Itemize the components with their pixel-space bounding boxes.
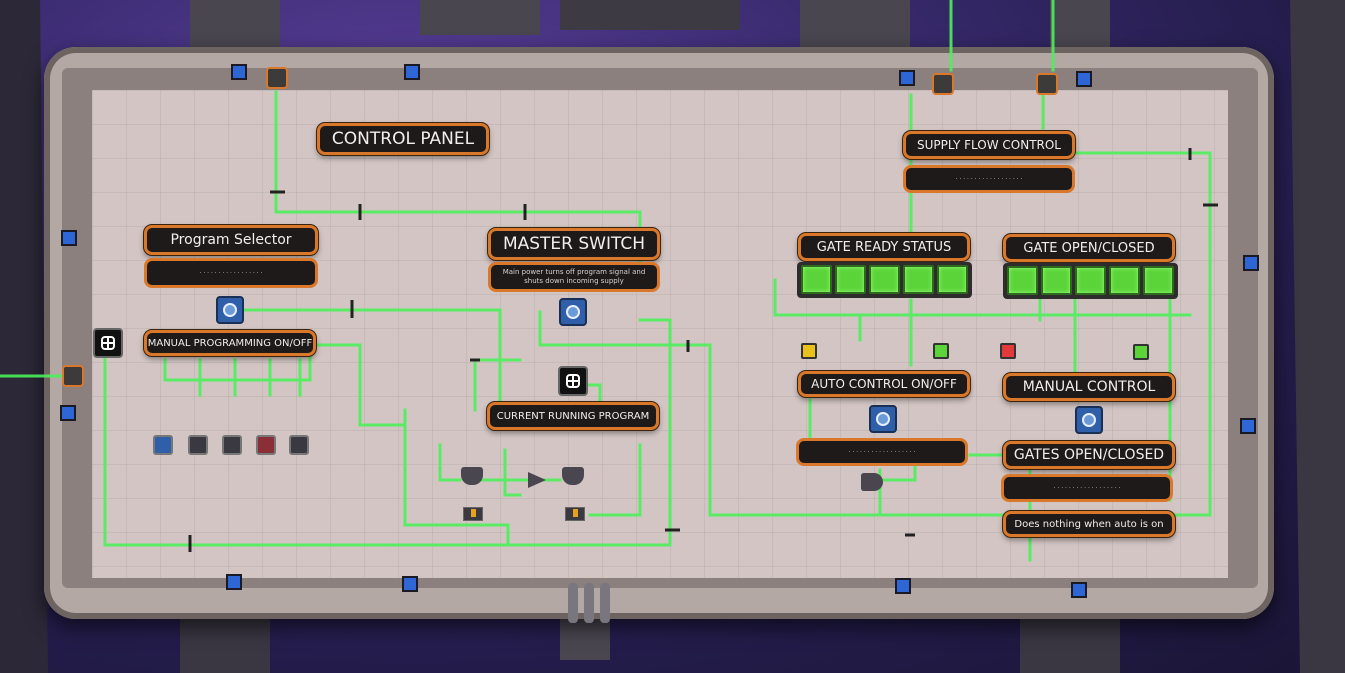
- program-slot-4-icon[interactable]: [256, 435, 276, 455]
- gate-open-light-3: [1075, 266, 1106, 295]
- supply-flow-label: SUPPLY FLOW CONTROL: [903, 131, 1075, 159]
- mount-bolt-icon: [1071, 582, 1087, 598]
- gate-ready-label: GATE READY STATUS: [798, 233, 970, 261]
- and-gate-icon[interactable]: [461, 467, 483, 485]
- indicator-green-icon: [1133, 344, 1149, 360]
- manual-programming-label: MANUAL PROGRAMMING ON/OFF: [144, 330, 316, 356]
- manual-control-button[interactable]: [1075, 406, 1103, 434]
- mount-bolt-icon: [404, 64, 420, 80]
- gates-open-closed-label: GATES OPEN/CLOSED: [1003, 441, 1175, 469]
- mount-bolt-icon: [895, 578, 911, 594]
- gate-open-light-4: [1109, 266, 1140, 295]
- indicator-yellow-icon: [801, 343, 817, 359]
- microchip-icon[interactable]: [558, 366, 588, 396]
- mount-bolt-icon: [899, 70, 915, 86]
- manual-control-note: Does nothing when auto is on: [1003, 511, 1175, 537]
- mount-bolt-icon: [1240, 418, 1256, 434]
- gate-ready-light-5: [937, 265, 968, 294]
- microchip-icon[interactable]: [93, 328, 123, 358]
- supply-flow-description: · · · · · · · · · · · · · · · · · ·: [903, 165, 1075, 193]
- gates-open-closed-description: · · · · · · · · · · · · · · · · · ·: [1001, 474, 1173, 502]
- indicator-red-icon: [1000, 343, 1016, 359]
- signal-receiver-icon[interactable]: [1036, 73, 1058, 95]
- program-selector-description: · · · · · · · · · · · · · · · · ·: [144, 258, 318, 288]
- delay-icon: [463, 507, 483, 521]
- current-program-label: CURRENT RUNNING PROGRAM: [487, 402, 659, 430]
- mount-bolt-icon: [231, 64, 247, 80]
- signal-receiver-icon[interactable]: [62, 365, 84, 387]
- and-gate-icon[interactable]: [562, 467, 584, 485]
- program-slot-1-icon[interactable]: [153, 435, 173, 455]
- program-selector-button[interactable]: [216, 296, 244, 324]
- page-title: CONTROL PANEL: [317, 123, 489, 155]
- mount-bolt-icon: [60, 405, 76, 421]
- master-switch-button[interactable]: [559, 298, 587, 326]
- program-selector-label: Program Selector: [144, 225, 318, 255]
- delay-icon: [565, 507, 585, 521]
- gate-open-closed-label: GATE OPEN/CLOSED: [1003, 234, 1175, 262]
- gate-ready-light-1: [801, 265, 832, 294]
- gate-open-light-2: [1041, 266, 1072, 295]
- mount-bolt-icon: [1243, 255, 1259, 271]
- mount-bolt-icon: [1076, 71, 1092, 87]
- not-gate-icon[interactable]: [526, 470, 550, 490]
- pipe-connector-icon: [568, 583, 610, 623]
- auto-control-button[interactable]: [869, 405, 897, 433]
- auto-control-label: AUTO CONTROL ON/OFF: [798, 371, 970, 397]
- mount-bolt-icon: [402, 576, 418, 592]
- gate-ready-light-2: [835, 265, 866, 294]
- gate-open-light-1: [1007, 266, 1038, 295]
- gate-open-light-5: [1143, 266, 1174, 295]
- mount-bolt-icon: [61, 230, 77, 246]
- manual-control-label: MANUAL CONTROL: [1003, 373, 1175, 401]
- auto-control-description: · · · · · · · · · · · · · · · · · ·: [796, 438, 968, 466]
- indicator-green-icon: [933, 343, 949, 359]
- signal-receiver-icon[interactable]: [266, 67, 288, 89]
- or-gate-icon[interactable]: [861, 473, 883, 491]
- program-slot-5-icon[interactable]: [289, 435, 309, 455]
- mount-bolt-icon: [226, 574, 242, 590]
- gate-ready-light-3: [869, 265, 900, 294]
- signal-receiver-icon[interactable]: [932, 73, 954, 95]
- program-slot-2-icon[interactable]: [188, 435, 208, 455]
- program-slot-3-icon[interactable]: [222, 435, 242, 455]
- master-switch-description: Main power turns off program signal and …: [488, 262, 660, 292]
- gate-ready-light-4: [903, 265, 934, 294]
- master-switch-label: MASTER SWITCH: [488, 228, 660, 260]
